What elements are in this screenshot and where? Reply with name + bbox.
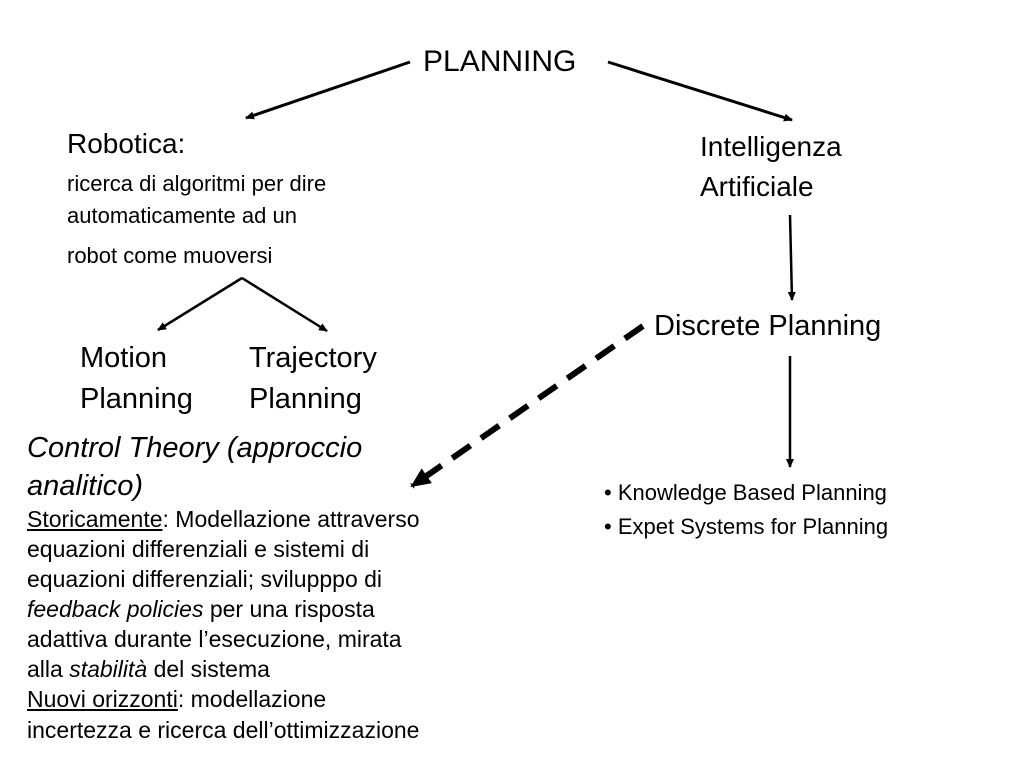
ai-heading-line2: Artificiale [700,171,814,202]
control-body-line7: Nuovi orizzonti: modellazione [27,686,326,712]
control-body-line6: alla stabilità del sistema [27,656,270,682]
arrow-planning-to-robotics [245,60,411,120]
robotics-desc-line1: ricerca di algoritmi per dire [67,171,327,196]
motion-planning-line1: Motion [80,342,168,374]
trajectory-planning-line1: Trajectory [249,342,377,374]
dashed-arrow-discrete-to-control [410,323,645,489]
bullet-text: Expet Systems for Planning [617,514,889,539]
arrow-robotics-to-motion [157,276,243,332]
motion-planning-line2: Planning [80,383,193,415]
bullet-item: • Expet Systems for Planning [604,514,888,539]
control-body-line2: equazioni differenziali e sistemi di [27,536,370,562]
trajectory-planning-line2: Planning [249,383,362,415]
control-body-line4-rest: per una risposta [203,596,375,622]
bullet-item: • Knowledge Based Planning [604,480,887,505]
control-body-line3: equazioni differenziali; svilupppo di [27,566,383,592]
control-body-line6-pre: alla [27,656,70,682]
control-body-line6-rest: del sistema [147,656,270,682]
control-body-line4: feedback policies per una risposta [27,596,375,622]
new-horizons-text: : modellazione [177,686,327,712]
bullet-text: Knowledge Based Planning [617,480,887,505]
ai-heading-line1: Intelligenza [700,131,842,162]
control-theory-title-line1: Control Theory (approccio [27,432,363,464]
robotics-heading: Robotica: [67,128,186,159]
historically-label: Storicamente [27,506,163,532]
control-theory-title-line2: analitico) [27,470,144,502]
bullet-marker: • [604,514,618,539]
feedback-policies-term: feedback policies [27,596,204,622]
historically-text: : Modellazione attraverso [162,506,420,532]
arrow-ai-to-discrete [787,214,796,301]
new-horizons-label: Nuovi orizzonti [27,686,178,712]
bullet-marker: • [604,480,618,505]
robotics-desc-line3: robot come muoversi [67,243,273,268]
robotics-desc-line2: automaticamente ad un [67,203,297,228]
control-body-line5: adattiva durante l’esecuzione, mirata [27,626,402,652]
control-body-line8: incertezza e ricerca dell’ottimizzazione [27,717,420,743]
discrete-planning-label: Discrete Planning [654,310,882,342]
stability-term: stabilità [69,656,148,682]
arrow-robotics-to-trajectory [241,276,328,333]
control-body-line1: Storicamente: Modellazione attraverso [27,506,419,532]
arrow-planning-to-ai [607,60,793,122]
planning-title: PLANNING [423,45,577,78]
